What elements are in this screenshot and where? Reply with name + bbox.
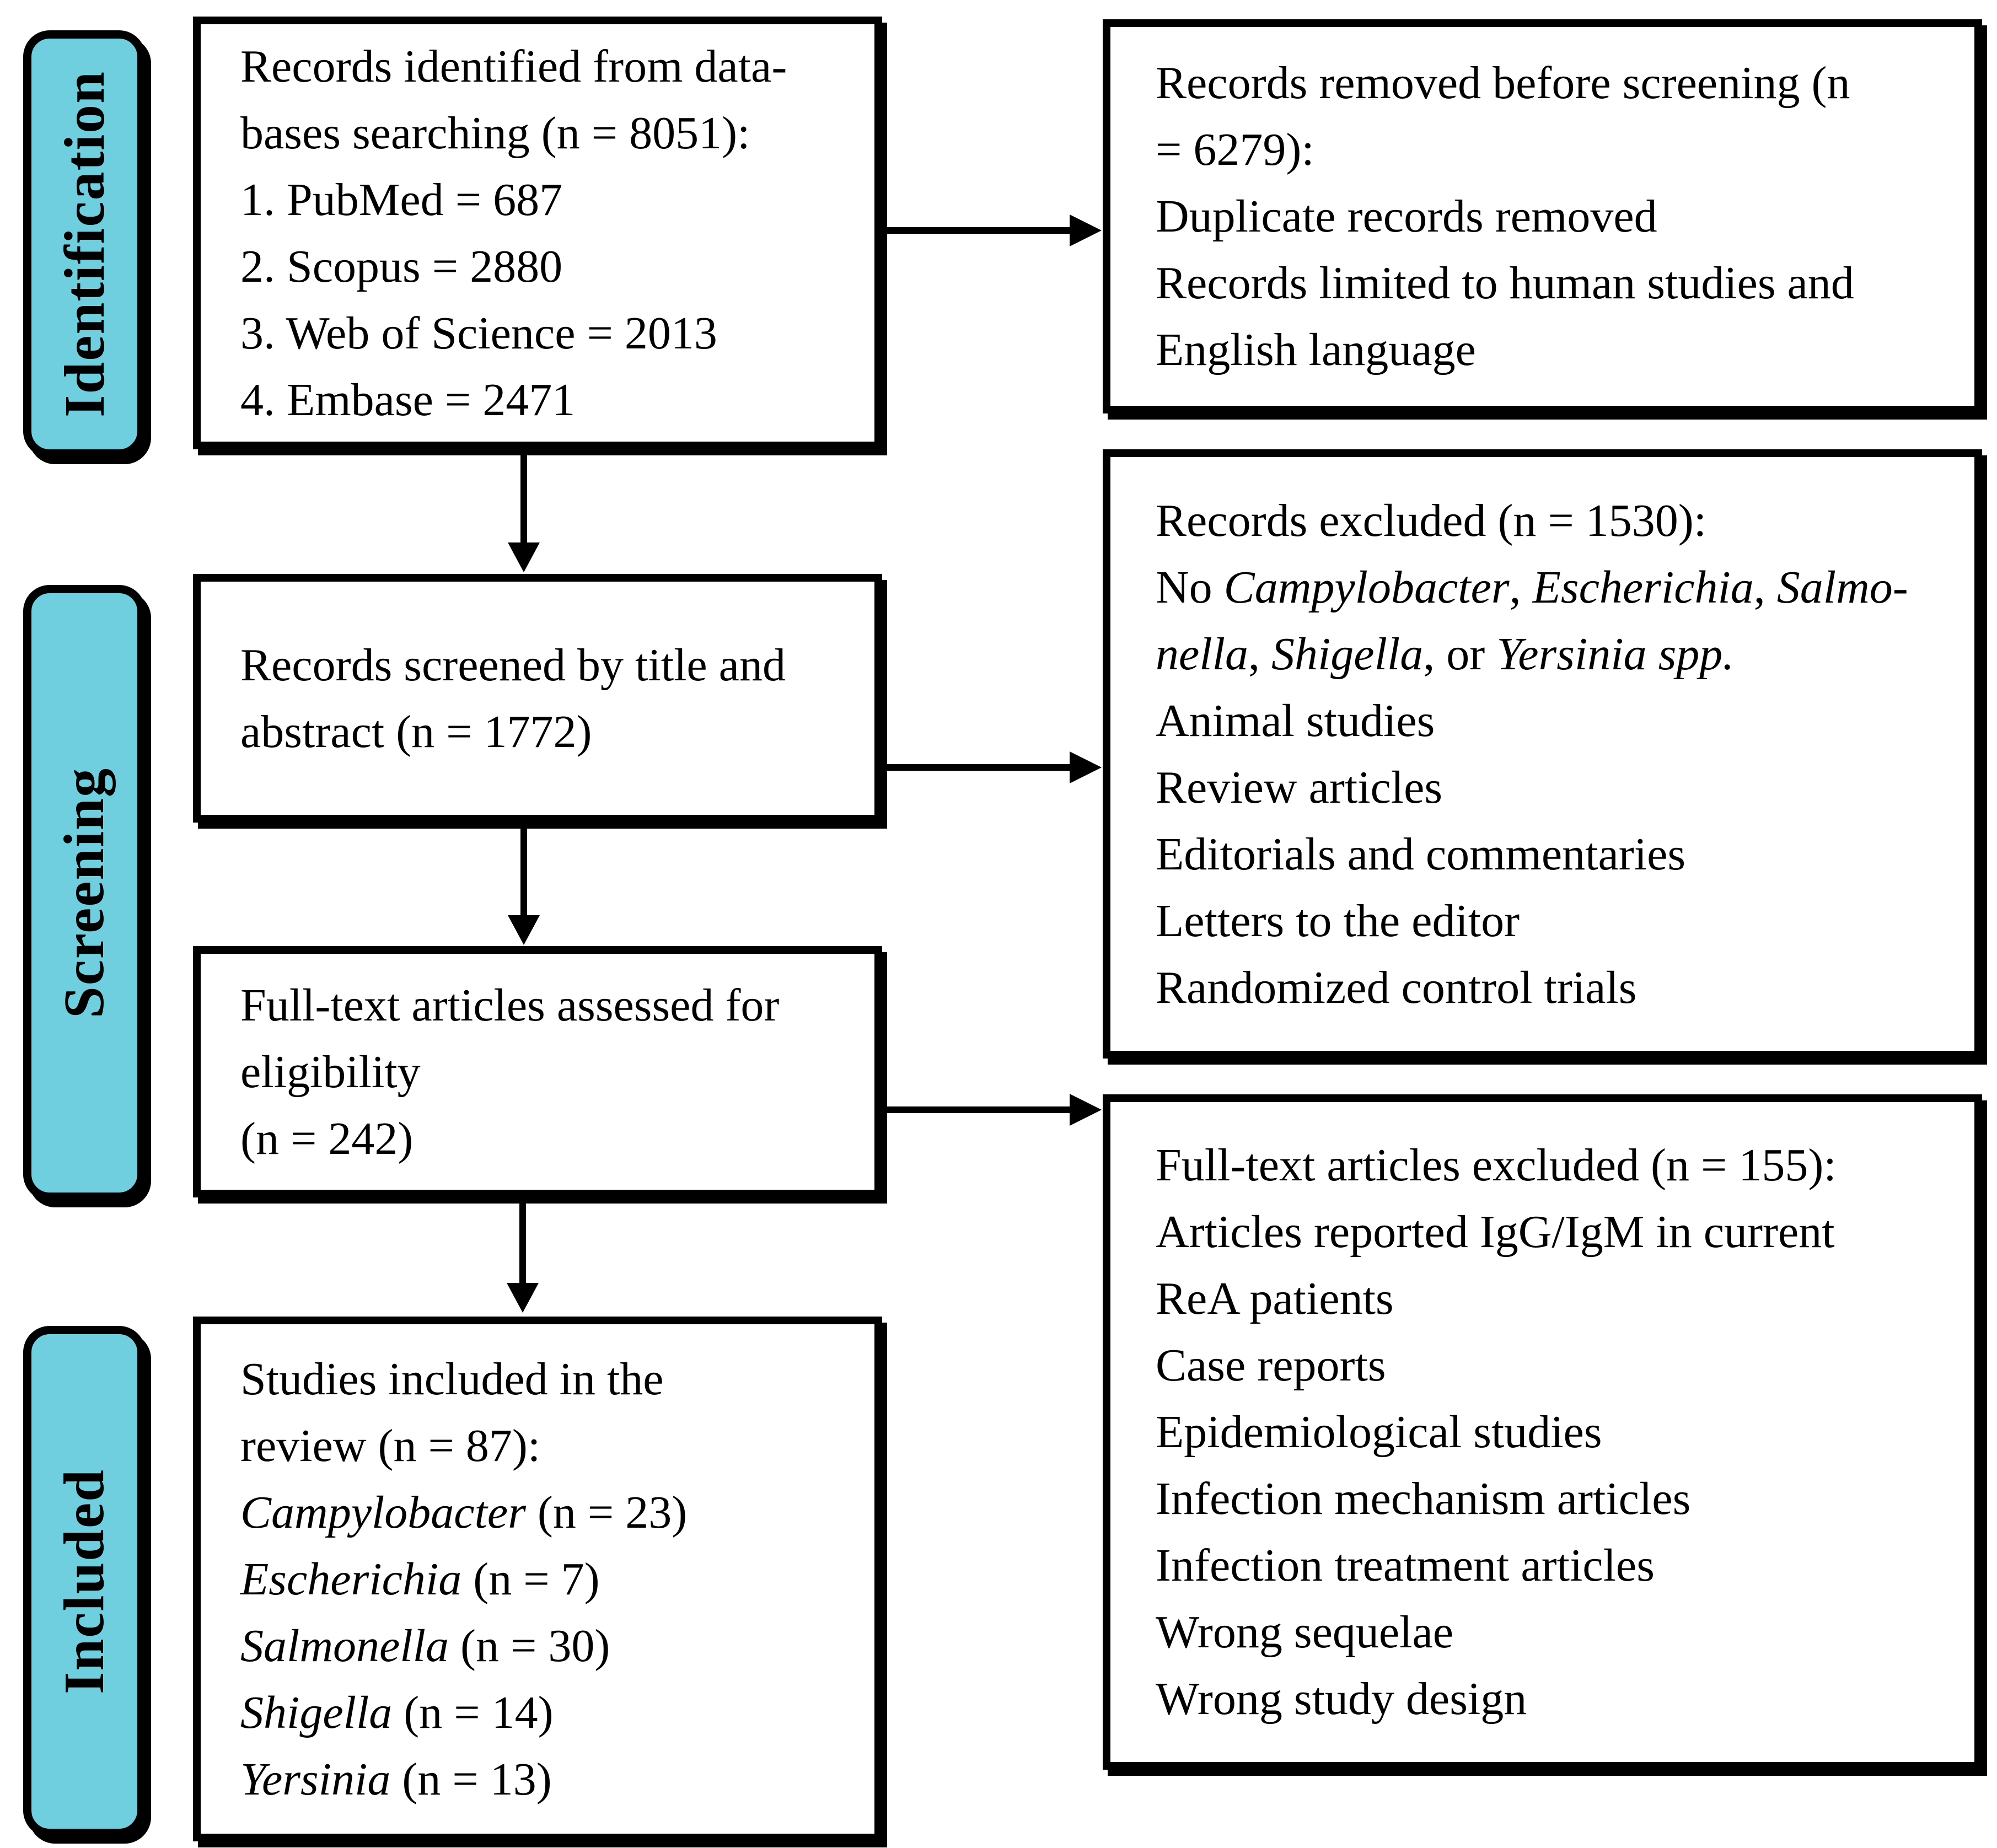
genus-name: Campylobacter (1223, 561, 1510, 613)
text-line: bases searching (n = 8051): (240, 107, 750, 159)
box-fulltext-excluded: Full-text articles excluded (n = 155): A… (1103, 1094, 1982, 1770)
genus-name: Escherichia (1532, 561, 1754, 613)
text-line: Full-text articles assessed for (240, 979, 780, 1031)
stage-label-screening: Screening (23, 585, 146, 1201)
text-line: Editorials and commentaries (1156, 828, 1686, 880)
text-line: Records screened by title and (240, 639, 786, 691)
arrow-head-icon (1070, 1094, 1102, 1126)
genus-name: nella (1156, 628, 1248, 680)
arrow-shaft (882, 764, 1072, 771)
genus-name: Yersinia spp. (1496, 628, 1735, 680)
text-line: 1. PubMed = 687 (240, 174, 563, 225)
text-line: Animal studies (1156, 695, 1435, 746)
genus-count: (n = 7) (461, 1553, 600, 1605)
arrow-shaft (882, 1106, 1072, 1113)
genus-name: Yersinia (240, 1753, 391, 1805)
text-run: , (1753, 561, 1777, 613)
text-run: No (1156, 561, 1224, 613)
stage-label-identification-text: Identification (52, 71, 116, 417)
text-run: , (1248, 628, 1271, 680)
text-line: English language (1156, 324, 1476, 375)
genus-name: Salmo- (1776, 561, 1908, 613)
stage-label-included-text: Included (52, 1468, 116, 1695)
text-line: Full-text articles excluded (n = 155): (1156, 1140, 1837, 1191)
genus-name: Shigella (1271, 628, 1424, 680)
arrow-head-icon (1070, 214, 1102, 246)
text-line: Epidemiological studies (1156, 1406, 1602, 1458)
text-line: 4. Embase = 2471 (240, 374, 576, 426)
text-line: Case reports (1156, 1340, 1386, 1391)
text-line-genus-count: Campylobacter (n = 23) (240, 1479, 858, 1546)
text-line: Infection mechanism articles (1156, 1473, 1691, 1524)
genus-count: (n = 30) (448, 1620, 610, 1672)
text-line: Records removed before screening (n (1156, 57, 1850, 109)
text-line-mixed: nella, Shigella, or Yersinia spp. (1156, 621, 1958, 687)
text-line: 2. Scopus = 2880 (240, 240, 563, 292)
arrow-head-icon (508, 542, 540, 572)
arrow-shaft (882, 227, 1072, 234)
text-line: Wrong sequelae (1156, 1607, 1454, 1658)
text-line: Review articles (1156, 761, 1443, 813)
text-line: = 6279): (1156, 124, 1314, 175)
text-line: Letters to the editor (1156, 895, 1520, 947)
box-studies-included: Studies included in the review (n = 87):… (193, 1317, 882, 1841)
text-line-genus-count: Yersinia (n = 13) (240, 1746, 858, 1813)
stage-label-identification: Identification (23, 30, 146, 458)
text-line: Records limited to human studies and (1156, 257, 1854, 309)
text-line: Randomized control trials (1156, 961, 1637, 1013)
text-line: ReA patients (1156, 1273, 1394, 1324)
text-line: 3. Web of Science = 2013 (240, 307, 717, 359)
arrow-head-icon (508, 915, 540, 945)
box-records-identified: Records identified from data- bases sear… (193, 17, 882, 449)
stage-label-included: Included (23, 1326, 146, 1837)
genus-name: Campylobacter (240, 1486, 526, 1538)
text-line: eligibility (240, 1046, 421, 1098)
text-line-genus-count: Shigella (n = 14) (240, 1679, 858, 1746)
genus-name: Salmonella (240, 1620, 449, 1672)
box-records-excluded: Records excluded (n = 1530): No Campylob… (1103, 449, 1982, 1059)
text-line: Infection treatment articles (1156, 1540, 1655, 1591)
genus-name: Shigella (240, 1686, 393, 1738)
text-run: , or (1423, 628, 1497, 680)
box-records-removed-before-screening: Records removed before screening (n = 62… (1103, 19, 1982, 413)
text-line: abstract (n = 1772) (240, 706, 592, 758)
text-line: Wrong study design (1156, 1673, 1527, 1725)
genus-count: (n = 23) (525, 1486, 688, 1538)
arrow-head-icon (507, 1283, 539, 1313)
text-line-mixed: No Campylobacter, Escherichia, Salmo- (1156, 554, 1958, 621)
genus-name: Escherichia (240, 1553, 462, 1605)
text-line-genus-count: Escherichia (n = 7) (240, 1546, 858, 1613)
box-records-screened: Records screened by title and abstract (… (193, 574, 882, 823)
arrow-shaft (520, 826, 527, 918)
text-line: review (n = 87): (240, 1420, 541, 1471)
arrow-shaft (519, 1201, 526, 1286)
text-line: Studies included in the (240, 1353, 664, 1405)
genus-count: (n = 14) (392, 1686, 554, 1738)
stage-label-screening-text: Screening (52, 767, 116, 1019)
text-line-genus-count: Salmonella (n = 30) (240, 1613, 858, 1679)
text-line: Records identified from data- (240, 40, 787, 92)
genus-count: (n = 13) (390, 1753, 552, 1805)
text-line: (n = 242) (240, 1113, 414, 1164)
arrow-head-icon (1070, 751, 1102, 783)
text-line: Articles reported IgG/IgM in current (1156, 1206, 1835, 1258)
text-line: Duplicate records removed (1156, 191, 1657, 242)
text-run: , (1509, 561, 1533, 613)
arrow-shaft (520, 451, 527, 546)
box-fulltext-assessed: Full-text articles assessed for eligibil… (193, 946, 882, 1197)
text-line: Records excluded (n = 1530): (1156, 495, 1707, 546)
